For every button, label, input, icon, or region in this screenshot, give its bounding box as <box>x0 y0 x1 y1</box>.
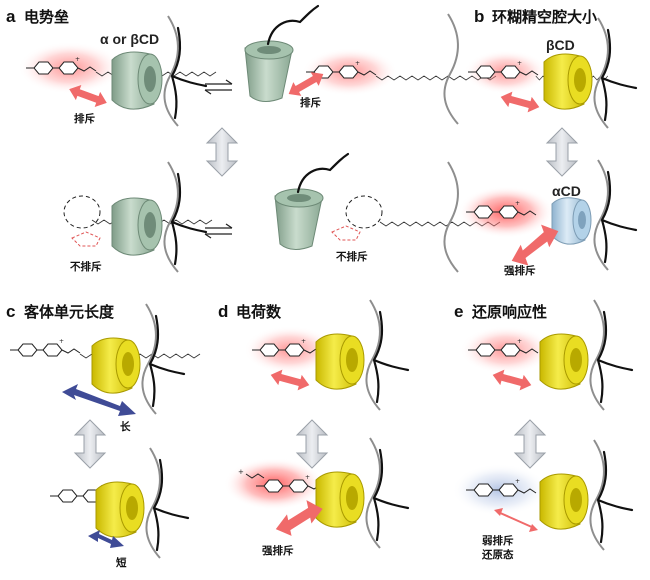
yellow-cyclodextrin <box>95 481 145 538</box>
panel-a-no-repulsion-label-2: 不排斥 <box>336 250 368 263</box>
panel-d-title: 电荷数 <box>236 303 282 321</box>
yellow-cyclodextrin <box>539 333 589 390</box>
panel-e-letter: e <box>454 302 463 321</box>
free-cyclodextrin <box>244 40 294 102</box>
switch-arrow <box>74 419 106 469</box>
panel-d-strong-repulsion-label: 强排斥 <box>262 544 294 557</box>
panel-b-strong-repulsion-label: 强排斥 <box>504 264 536 277</box>
green-cyclodextrin <box>111 51 163 110</box>
panel-b: b 环糊精空腔大小 βCD αCD 强排斥 <box>458 7 638 277</box>
panel-c: c 客体单元长度 长 短 <box>6 302 201 569</box>
panel-e-weak-repulsion-label: 弱排斥 <box>482 534 514 547</box>
switch-arrow <box>296 419 328 469</box>
yellow-cyclodextrin <box>543 53 593 110</box>
yellow-cyclodextrin <box>91 337 141 394</box>
yellow-cyclodextrin <box>539 473 589 530</box>
strong-repulsion-arrow <box>511 224 559 266</box>
weak-repulsion-arrow <box>494 508 538 532</box>
panel-a-repulsion-label-1: 排斥 <box>74 112 95 125</box>
equilibrium-arrows <box>204 223 233 239</box>
svg-text:+: + <box>238 468 244 476</box>
no-repulsion-outline <box>71 231 101 247</box>
anchor-molecule <box>296 152 350 194</box>
panel-a-repulsion-label-2: 排斥 <box>300 96 321 109</box>
panel-a-no-repulsion-label-1: 不排斥 <box>70 260 102 273</box>
panel-c-title: 客体单元长度 <box>23 303 115 321</box>
panel-c-short-label: 短 <box>116 556 127 569</box>
strong-repulsion-arrow <box>275 500 323 536</box>
yellow-cyclodextrin <box>315 333 365 390</box>
panel-c-letter: c <box>6 302 15 321</box>
charged-tail: + <box>238 468 265 479</box>
free-cyclodextrin <box>274 188 324 250</box>
panel-e-reduced-state-label: 还原态 <box>481 548 514 561</box>
panel-b-bottom-cd-label: αCD <box>552 183 581 199</box>
equilibrium-arrows <box>204 79 233 95</box>
guest-molecule <box>9 337 81 357</box>
blue-cyclodextrin <box>551 197 592 245</box>
panel-b-top-cd-label: βCD <box>546 37 575 53</box>
switch-arrow <box>206 127 238 177</box>
panel-d-letter: d <box>218 302 228 321</box>
switch-arrow <box>514 419 546 469</box>
short-length-arrow <box>88 530 124 548</box>
green-cyclodextrin <box>111 197 163 256</box>
neutral-guest-outline <box>345 195 383 229</box>
no-repulsion-outline <box>331 225 361 241</box>
panel-a-cd-label: α or βCD <box>100 31 159 47</box>
panel-c-long-label: 长 <box>120 420 131 433</box>
panel-d: d 电荷数 + 强排斥 <box>218 299 410 557</box>
panel-e-title: 还原响应性 <box>471 303 547 321</box>
panel-b-title: 环糊精空腔大小 <box>492 8 597 26</box>
yellow-cyclodextrin <box>315 471 365 528</box>
membrane <box>443 161 459 273</box>
panel-a: a 电势垒 α or βCD 排斥 <box>6 4 501 273</box>
panel-b-letter: b <box>474 7 484 26</box>
panel-a-title: 电势垒 <box>24 8 69 26</box>
neutral-guest-outline <box>63 195 101 229</box>
panel-a-letter: a <box>6 7 16 26</box>
anchor-molecule <box>266 4 320 46</box>
switch-arrow <box>546 127 578 177</box>
membrane <box>443 13 459 125</box>
long-length-arrow <box>62 384 136 416</box>
panel-e: e 还原响应性 弱排斥 还原态 <box>452 299 634 561</box>
